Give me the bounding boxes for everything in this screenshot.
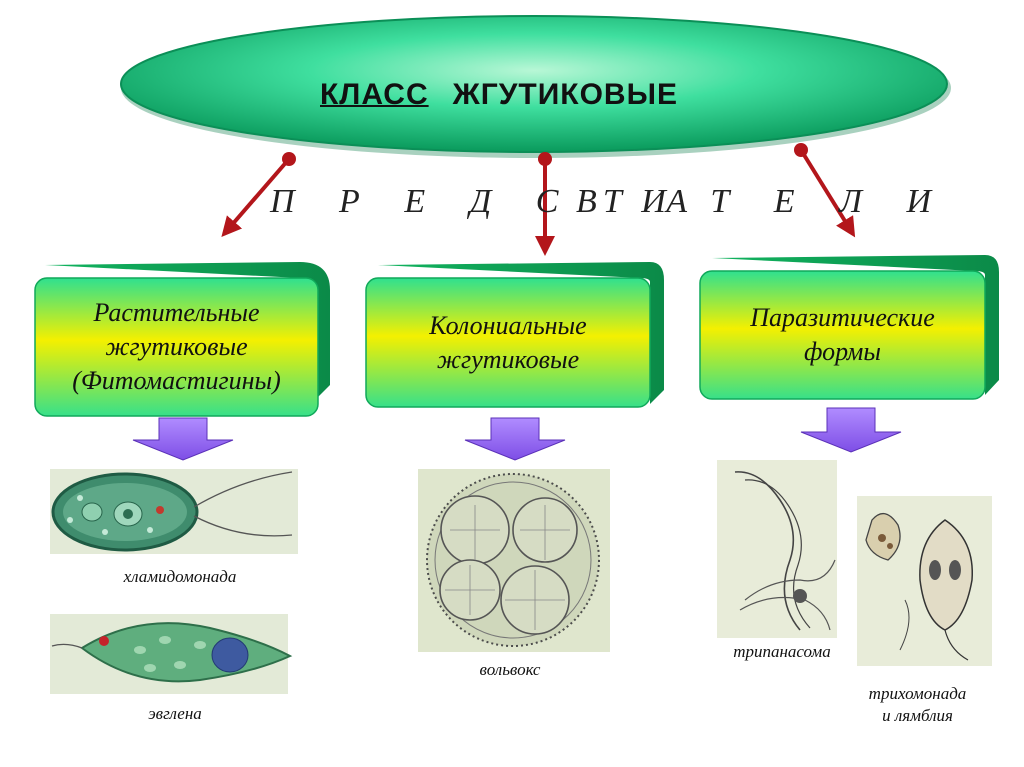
caption-euglena: эвглена: [148, 704, 202, 723]
box2-line1: Колониальные: [429, 310, 587, 340]
box-label-parasitic: Паразитические формы: [700, 271, 985, 399]
trichomonas-giardia-image: [857, 496, 992, 666]
caption-trichomonas-line2: и лямблия: [882, 706, 953, 725]
representatives-left: П Р Е Д С Т А: [270, 183, 706, 220]
box3-line1: Паразитические: [750, 303, 935, 332]
title-ellipse: [120, 15, 951, 158]
box-colonial-flagellates: [365, 262, 664, 408]
trypanosoma-image: [717, 460, 837, 638]
box2-line2: жгутиковые: [436, 344, 580, 374]
box1-line3: (Фитомастигины): [72, 366, 281, 395]
arrow-right: [794, 143, 856, 238]
arrow-center: [535, 152, 555, 256]
chlamydomonas-image: [50, 469, 298, 554]
title-word-class: КЛАСС: [320, 78, 429, 111]
box-label-colonial: Колониальные жгутиковые: [366, 278, 650, 407]
title-word-flagellates: ЖГУТИКОВЫЕ: [452, 78, 678, 111]
caption-trichomonas-line1: трихомонада: [868, 684, 967, 703]
caption-trypanosoma: трипанасома: [733, 642, 831, 661]
box1-line1: Растительные: [93, 298, 260, 327]
box-parasitic-forms: [699, 255, 999, 400]
title: КЛАСС ЖГУТИКОВЫЕ: [320, 78, 678, 112]
down-arrow-1: [132, 417, 234, 461]
box1-line2: жгутиковые: [105, 332, 248, 361]
caption-volvox: вольвокс: [479, 660, 541, 679]
box3-line2: формы: [803, 337, 881, 366]
representatives-right: В И Т Е Л И: [576, 183, 950, 220]
down-arrow-3: [800, 407, 902, 453]
down-arrow-2: [464, 417, 566, 461]
euglena-image: [50, 614, 293, 694]
caption-chlamydomonas: хламидомонада: [123, 567, 237, 586]
volvox-image: [418, 469, 610, 652]
caption-trichomonas-giardia: трихомонада и лямблия: [835, 683, 1000, 727]
arrow-left: [221, 152, 296, 238]
box-plant-flagellates: [34, 262, 330, 417]
box-label-plant: Растительные жгутиковые (Фитомастигины): [35, 282, 318, 412]
